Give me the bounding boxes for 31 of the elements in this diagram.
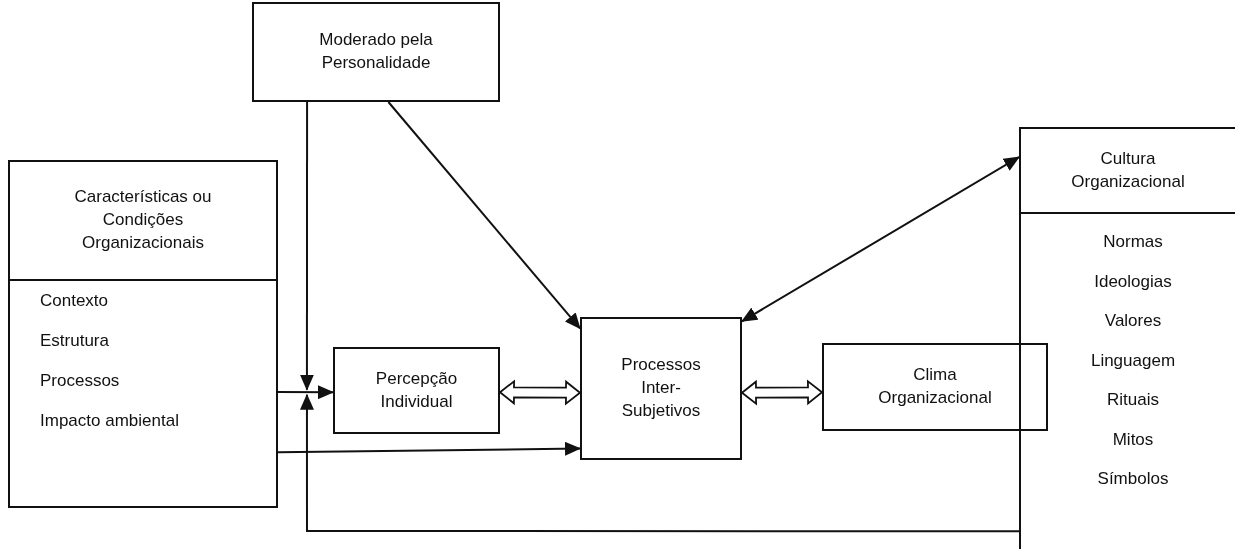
box-label: Moderado pela Personalidade (318, 29, 434, 74)
process-box (1019, 127, 1235, 549)
arrow (299, 101, 314, 391)
double-arrow (740, 379, 824, 406)
arrow (387, 101, 581, 330)
list-item: Impacto ambiental (40, 410, 179, 432)
list-item: Ideologias (1094, 270, 1172, 293)
box-label: Percepção Individual (374, 367, 459, 413)
box-heading: Características ou Condições Organizacionais (73, 186, 213, 254)
arrow (277, 385, 334, 400)
list-item: Linguagem (1090, 349, 1176, 372)
process-box (333, 347, 500, 434)
process-box (8, 160, 278, 508)
list-item: Mitos (1112, 428, 1154, 451)
list-item: Normas (1103, 231, 1163, 253)
box-label: Clima Organizacional (877, 364, 993, 409)
list-item: Estrutura (40, 330, 109, 352)
list-item: Valores (1104, 310, 1162, 332)
process-box (580, 317, 742, 460)
arrow (299, 393, 1020, 533)
process-box (252, 2, 500, 102)
process-box (822, 343, 1048, 431)
box-heading: Cultura Organizacional (1070, 147, 1186, 193)
list-item: Contexto (40, 290, 109, 312)
list-item: Símbolos (1097, 468, 1169, 490)
arrow (741, 156, 1020, 323)
list-item: Processos (40, 370, 120, 392)
arrow (277, 441, 581, 456)
list-item: Rituais (1107, 389, 1159, 411)
box-label: Processos Inter-Subjetivos (620, 354, 702, 422)
double-arrow (498, 379, 582, 406)
